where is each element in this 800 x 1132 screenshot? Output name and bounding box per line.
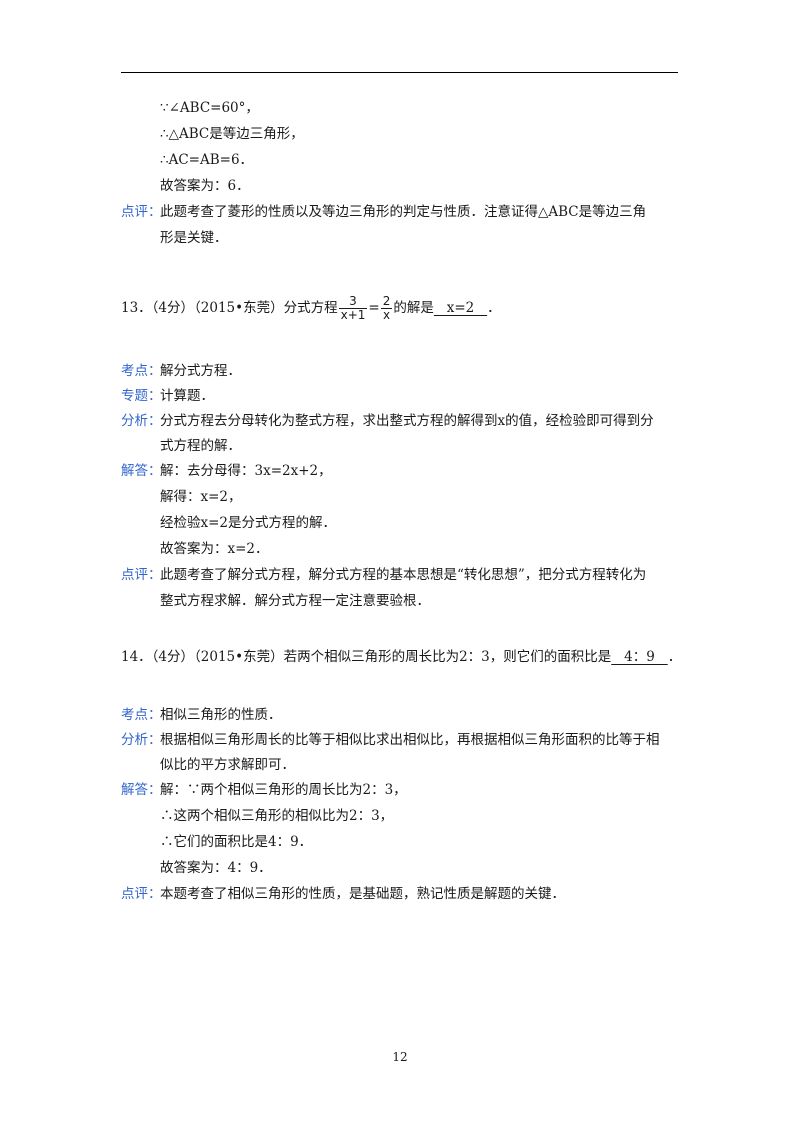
- solution-line: ∴△ABC是等边三角形，: [160, 126, 304, 142]
- fraction-denominator: x+1: [340, 308, 366, 322]
- fenxi-label: 分析：: [121, 732, 162, 748]
- kaodian-text: 解分式方程．: [160, 363, 241, 379]
- kaodian-label: 考点：: [121, 363, 162, 379]
- jieda-label: 解答：: [121, 463, 162, 479]
- dianping-text: 整式方程求解．解分式方程一定注意要验根．: [160, 593, 430, 609]
- fenxi-text: 似比的平方求解即可．: [160, 757, 295, 773]
- dianping-label: 点评：: [121, 886, 162, 902]
- comment-text: 此题考查了菱形的性质以及等边三角形的判定与性质．注意证得△ABC是等边三角: [160, 204, 647, 220]
- jieda-text: 故答案为：x=2．: [160, 541, 269, 557]
- question-13-end: ．: [487, 300, 501, 316]
- fenxi-text: 式方程的解．: [160, 438, 241, 454]
- fenxi-text: 分式方程去分母转化为整式方程，求出整式方程的解得到x的值，经检验即可得到分: [160, 413, 654, 429]
- comment-label: 点评：: [121, 204, 162, 220]
- jieda-text: 解得：x=2，: [160, 489, 242, 505]
- jieda-label: 解答：: [121, 782, 162, 798]
- comment-text: 形是关键．: [160, 230, 228, 246]
- kaodian-label: 考点：: [121, 707, 162, 723]
- fraction-numerator: 2: [380, 294, 393, 309]
- dianping-label: 点评：: [121, 567, 162, 583]
- question-13-text: 13．（4分）（2015•东莞）分式方程: [121, 300, 338, 316]
- zhuanti-label: 专题：: [121, 388, 162, 404]
- fenxi-text: 根据相似三角形周长的比等于相似比求出相似比，再根据相似三角形面积的比等于相: [160, 732, 660, 748]
- answer-blank: x=2: [433, 300, 488, 316]
- answer-blank: 4：9: [611, 649, 668, 665]
- question-14-end: ．: [667, 649, 682, 665]
- jieda-text: 经检验x=2是分式方程的解．: [160, 515, 337, 531]
- fraction-denominator: x: [382, 308, 391, 322]
- zhuanti-text: 计算题．: [160, 388, 214, 404]
- jieda-text: ∴这两个相似三角形的相似比为2：3，: [160, 808, 394, 824]
- fraction-numerator: 3: [338, 295, 368, 309]
- solution-line: ∴AC=AB=6．: [160, 152, 254, 168]
- solution-line: ∵∠ABC=60°，: [160, 100, 259, 116]
- question-14-stem: 14．（4分）（2015•东莞）若两个相似三角形的周长比为2：3，则它们的面积比…: [121, 648, 681, 666]
- jieda-text: 故答案为：4：9．: [160, 860, 272, 876]
- equals-sign: =: [368, 300, 380, 316]
- kaodian-text: 相似三角形的性质．: [160, 707, 282, 723]
- page-number: 12: [392, 1050, 408, 1064]
- question-13-text: 的解是: [393, 300, 434, 316]
- header-rule: [121, 72, 678, 73]
- solution-line: 故答案为：6．: [160, 178, 250, 194]
- jieda-text: 解：∵两个相似三角形的周长比为2：3，: [160, 782, 407, 798]
- jieda-text: 解：去分母得：3x=2x+2，: [160, 463, 332, 479]
- dianping-text: 此题考查了解分式方程，解分式方程的基本思想是“转化思想”，把分式方程转化为: [160, 567, 647, 583]
- jieda-text: ∴它们的面积比是4：9．: [160, 834, 313, 850]
- fenxi-label: 分析：: [121, 413, 162, 429]
- dianping-text: 本题考查了相似三角形的性质，是基础题，熟记性质是解题的关键．: [160, 886, 565, 902]
- question-14-text: 14．（4分）（2015•东莞）若两个相似三角形的周长比为2：3，则它们的面积比…: [121, 649, 612, 665]
